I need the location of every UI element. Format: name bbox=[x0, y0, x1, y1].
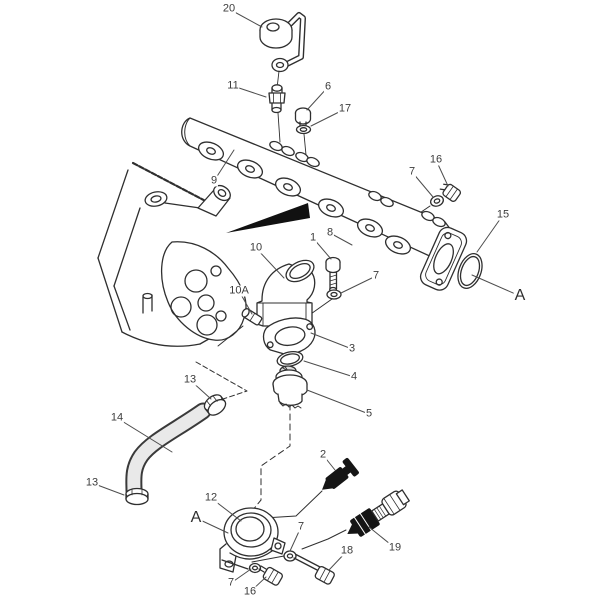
callout-18: 18 bbox=[339, 544, 355, 557]
callout-a: A bbox=[189, 509, 203, 526]
gasket-3 bbox=[262, 317, 316, 355]
callout-11: 11 bbox=[226, 79, 240, 92]
callout-12: 12 bbox=[203, 491, 219, 504]
bolt-1 bbox=[325, 256, 341, 293]
bolt-16-lower bbox=[258, 565, 283, 586]
callout-17: 17 bbox=[337, 102, 353, 115]
bolt-6 bbox=[294, 107, 312, 128]
leader-line-14 bbox=[116, 417, 173, 453]
callout-7: 7 bbox=[226, 576, 236, 589]
callout-4: 4 bbox=[349, 370, 359, 383]
manifold-end-flange bbox=[419, 226, 468, 291]
bolt-18 bbox=[293, 553, 335, 585]
washer-7-bolt16 bbox=[248, 562, 262, 574]
callout-20: 20 bbox=[221, 2, 237, 15]
cap-20 bbox=[259, 12, 306, 85]
callout-19: 19 bbox=[387, 541, 403, 554]
callout-16: 16 bbox=[242, 585, 258, 598]
thermostat-5 bbox=[272, 365, 308, 409]
callout-7: 7 bbox=[296, 520, 306, 533]
plug-10a bbox=[241, 308, 263, 326]
callout-13: 13 bbox=[84, 476, 100, 489]
fitting-11 bbox=[268, 84, 286, 143]
elbow-10 bbox=[256, 259, 316, 327]
callout-10: 10 bbox=[248, 241, 264, 254]
thermostat-housing-12 bbox=[219, 507, 286, 573]
hose-clamp-13-upper bbox=[203, 394, 227, 416]
leader-line-4 bbox=[303, 360, 355, 378]
hose-14 bbox=[125, 402, 212, 500]
leader-line-a bbox=[471, 274, 521, 297]
callout-5: 5 bbox=[364, 407, 374, 420]
callout-16: 16 bbox=[428, 153, 444, 166]
pointer-arrow bbox=[226, 203, 310, 233]
leader-line-7 bbox=[340, 275, 377, 294]
washer-7-upper bbox=[430, 195, 444, 207]
engine-block bbox=[97, 161, 247, 347]
callout-14: 14 bbox=[109, 411, 125, 424]
callout-7: 7 bbox=[371, 269, 381, 282]
manifold-pads-8 bbox=[197, 141, 412, 255]
callout-13: 13 bbox=[182, 373, 198, 386]
leader-line-3 bbox=[310, 332, 353, 350]
callout-1: 1 bbox=[308, 231, 318, 244]
leader-line-5 bbox=[306, 389, 370, 415]
temp-sensor-2 bbox=[322, 457, 359, 490]
leader-line-15 bbox=[476, 214, 504, 253]
callout-9: 9 bbox=[209, 174, 219, 187]
o-ring-15 bbox=[457, 253, 483, 289]
callout-7: 7 bbox=[407, 165, 417, 178]
manifold-top-bosses bbox=[269, 140, 446, 228]
hose-clamp-13-lower bbox=[125, 487, 149, 506]
callout-8: 8 bbox=[325, 226, 335, 239]
washer-7-bolt18 bbox=[283, 550, 297, 562]
callout-10a: 10A bbox=[228, 284, 250, 297]
callout-3: 3 bbox=[347, 342, 357, 355]
temp-sensor-19 bbox=[347, 489, 410, 537]
callout-6: 6 bbox=[323, 80, 333, 93]
callout-2: 2 bbox=[318, 448, 328, 461]
callout-a: A bbox=[513, 287, 527, 304]
washer-7-elbow bbox=[326, 289, 342, 300]
callout-15: 15 bbox=[495, 208, 511, 221]
washer-17 bbox=[295, 124, 312, 156]
